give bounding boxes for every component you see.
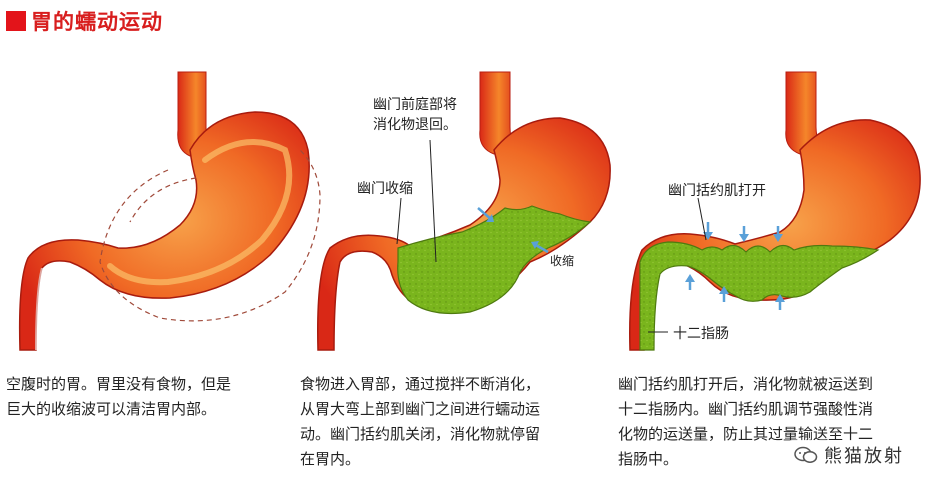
watermark: 熊猫放射 (788, 440, 910, 470)
wechat-icon (794, 446, 818, 463)
caption-line: 在胃内。 (300, 450, 361, 468)
watermark-text: 熊猫放射 (824, 446, 904, 467)
title-text: 胃的蠕动运动 (31, 10, 163, 34)
caption-line: 从胃大弯上部到幽门之间进行蠕动运 (300, 400, 541, 418)
caption-panel1: 空腹时的胃。胃里没有食物，但是 巨大的收缩波可以清洁胃内部。 (6, 372, 231, 422)
page-title: 胃的蠕动运动 (6, 8, 163, 34)
panel2-stomach (317, 71, 611, 351)
label-pylorus-contract: 幽门收缩 (357, 181, 413, 197)
label-antrum-line1: 幽门前庭部将 (373, 97, 457, 113)
label-duodenum: 十二指肠 (673, 326, 729, 342)
caption-line: 化物的运送量，防止其过量输送至十二 (618, 425, 874, 443)
caption-panel3: 幽门括约肌打开后，消化物就被运送到 十二指肠内。幽门括约肌调节强酸性消 化物的运… (618, 372, 873, 472)
caption-line: 指肠中。 (618, 450, 679, 468)
panel1-stomach (18, 71, 321, 351)
caption-line: 幽门括约肌打开后，消化物就被运送到 (618, 375, 874, 393)
panel3-stomach (629, 71, 921, 351)
caption-line: 十二指肠内。幽门括约肌调节强酸性消 (618, 400, 874, 418)
caption-line: 空腹时的胃。胃里没有食物，但是 (6, 375, 232, 393)
caption-line: 食物进入胃部，通过搅拌不断消化， (300, 375, 541, 393)
caption-line: 巨大的收缩波可以清洁胃内部。 (6, 400, 217, 418)
label-sphincter-open: 幽门括约肌打开 (668, 183, 766, 199)
label-antrum-line2: 消化物退回。 (373, 117, 457, 133)
caption-line: 动。幽门括约肌关闭，消化物就停留 (300, 425, 541, 443)
label-contract: 收缩 (550, 254, 575, 268)
caption-panel2: 食物进入胃部，通过搅拌不断消化， 从胃大弯上部到幽门之间进行蠕动运 动。幽门括约… (300, 372, 540, 472)
title-marker (6, 11, 26, 31)
